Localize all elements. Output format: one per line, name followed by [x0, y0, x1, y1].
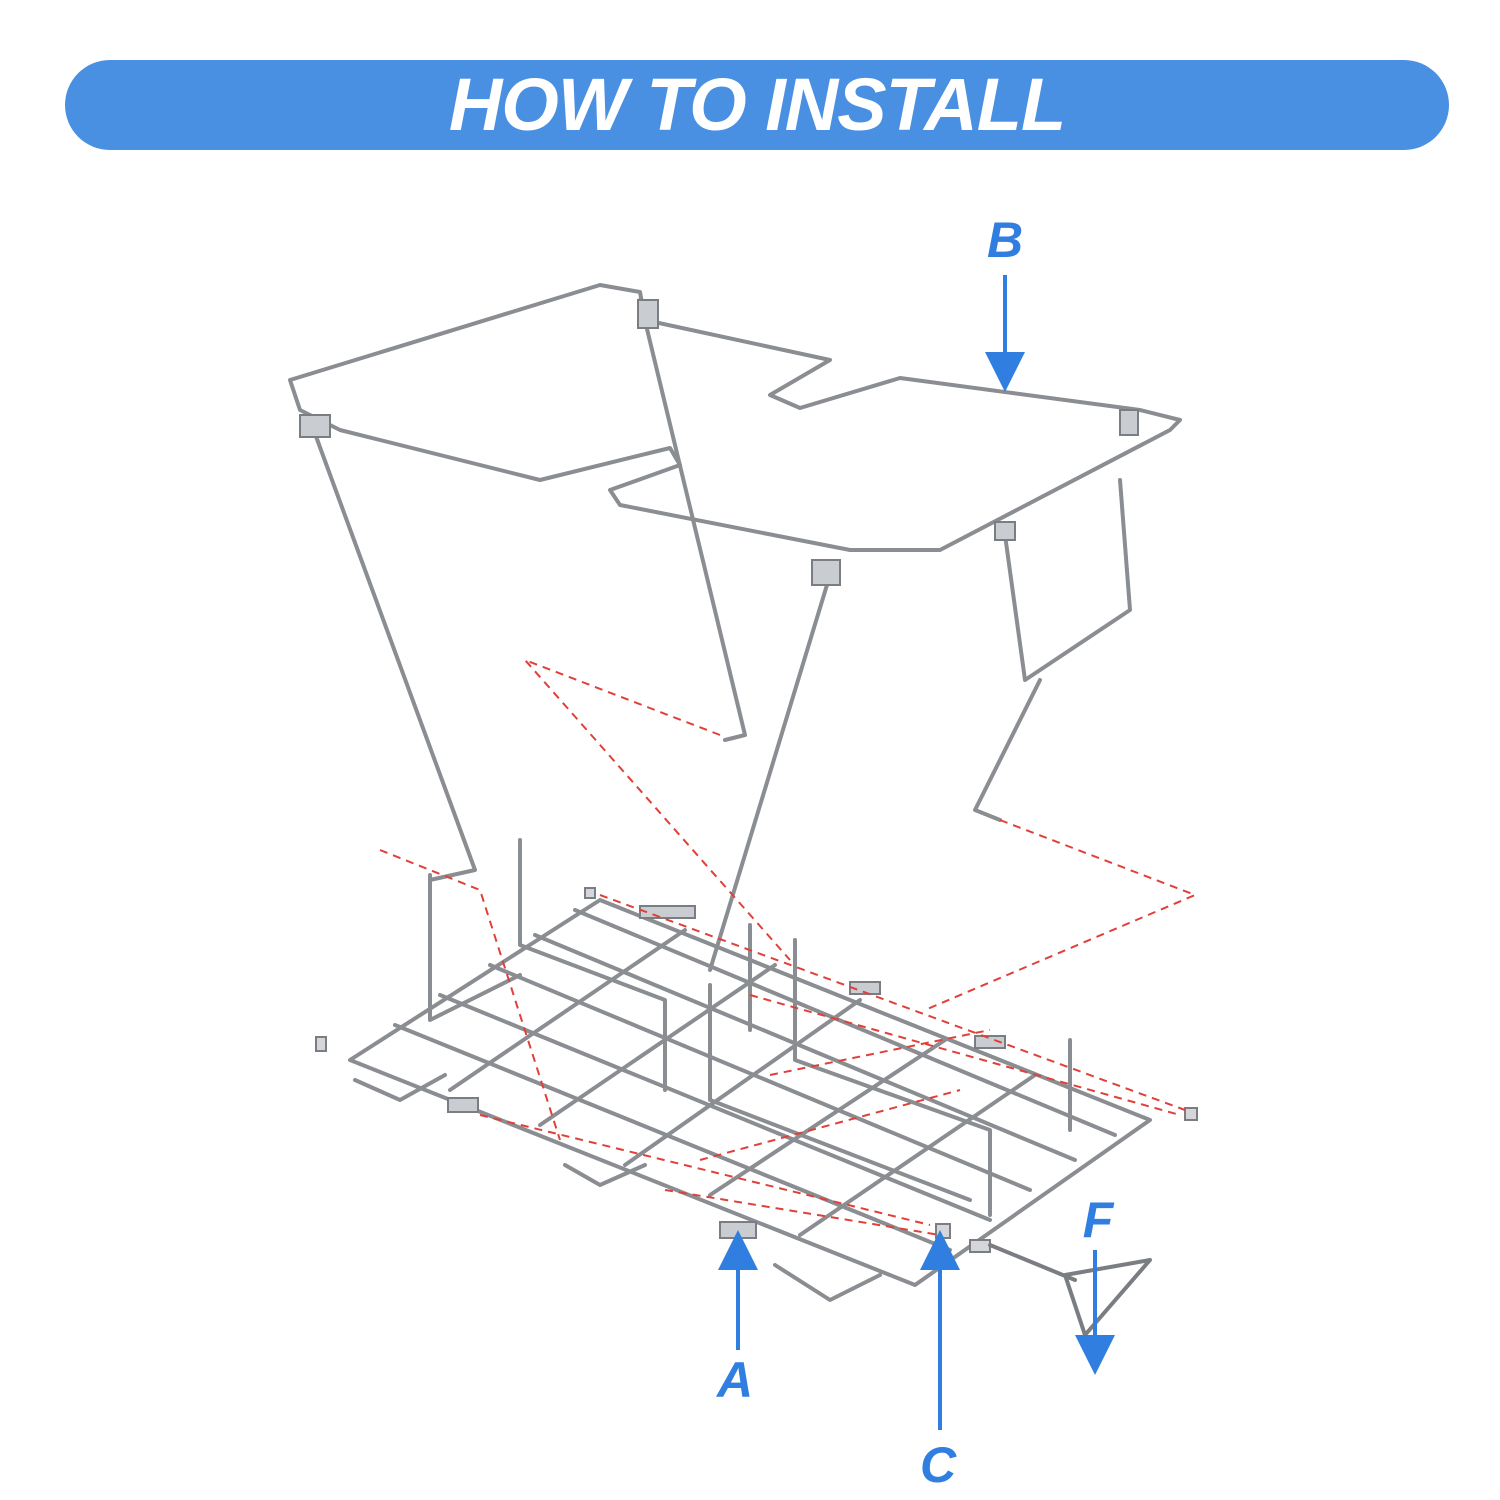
- screws: [315, 887, 1198, 1253]
- label-f: F: [1082, 1192, 1114, 1248]
- label-b: B: [986, 212, 1024, 268]
- frame-brackets: [299, 299, 1139, 586]
- label-c: C: [919, 1437, 957, 1493]
- label-a: A: [716, 1352, 754, 1408]
- guide-lines: [379, 659, 1198, 1236]
- title-banner: HOW TO INSTALL: [65, 60, 1449, 150]
- hook-part: [988, 1243, 1152, 1337]
- arrows: [718, 275, 1115, 1430]
- banner-title: HOW TO INSTALL: [448, 63, 1066, 146]
- base-clips: [447, 905, 1006, 1239]
